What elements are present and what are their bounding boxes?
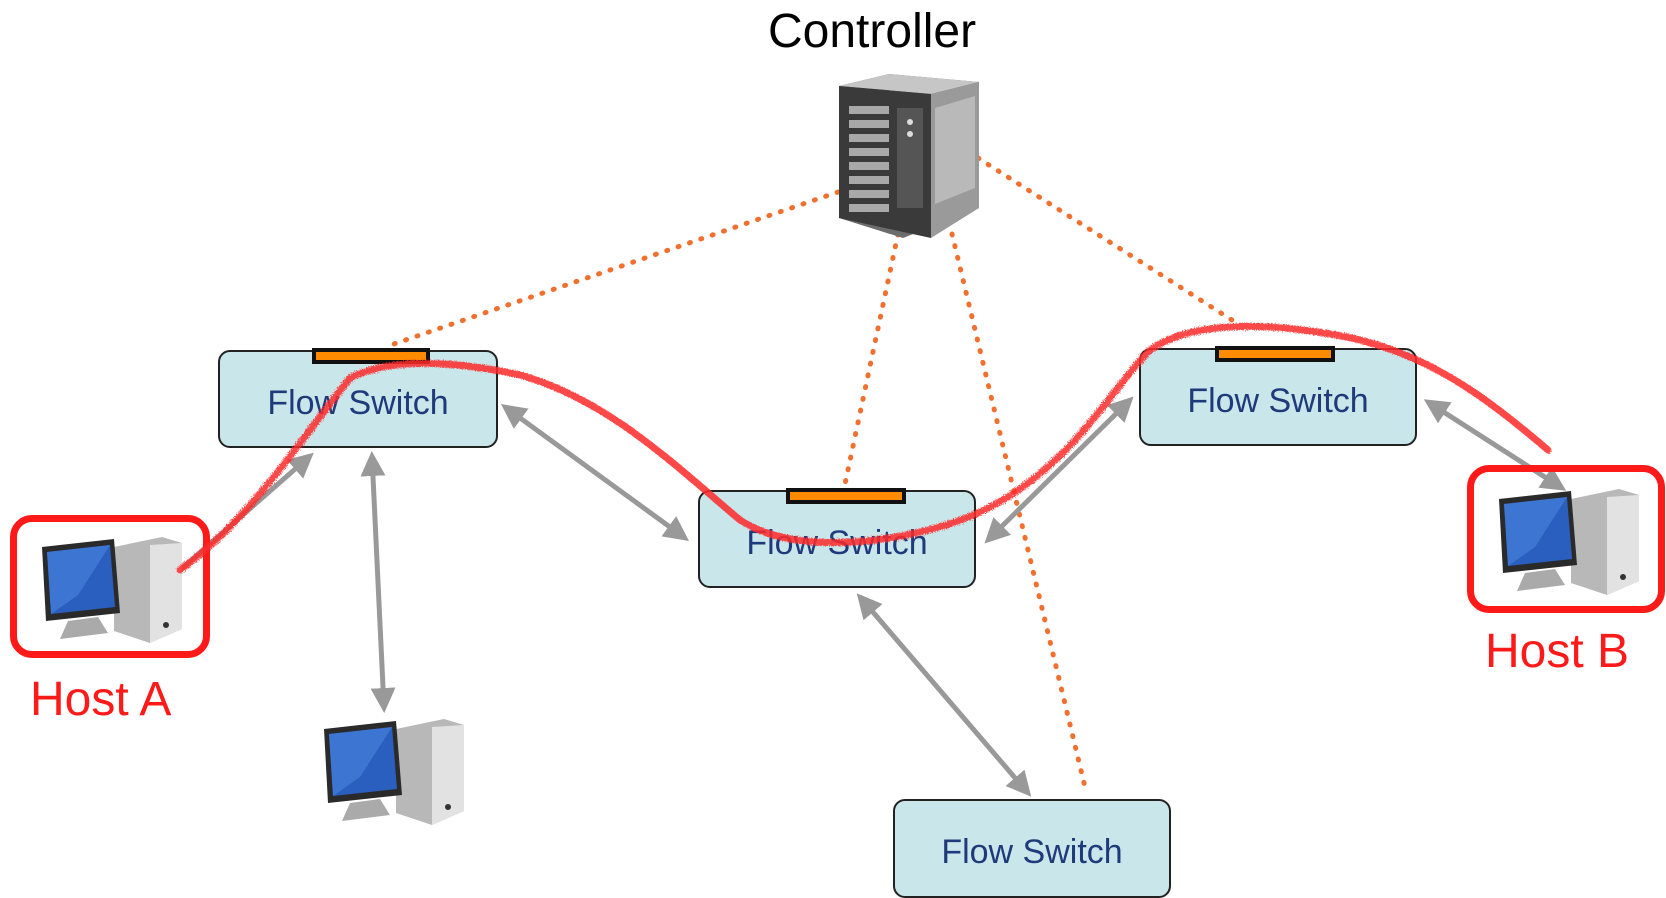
- flow-switch-1[interactable]: Flow Switch: [218, 348, 498, 448]
- control-link-s3: [975, 155, 1238, 325]
- flow-switch-2[interactable]: Flow Switch: [698, 488, 976, 588]
- host-b-computer-icon[interactable]: [1495, 487, 1643, 597]
- control-link-s1: [382, 189, 841, 350]
- switch-label: Flow Switch: [267, 384, 449, 422]
- control-link-s2: [842, 231, 901, 487]
- computer-icon[interactable]: [320, 717, 468, 827]
- switch-label: Flow Switch: [941, 833, 1123, 871]
- flow-table: [312, 348, 430, 364]
- switch-label: Flow Switch: [1187, 382, 1369, 420]
- flow-table: [786, 488, 906, 504]
- flow-switch-4[interactable]: Flow Switch: [893, 799, 1171, 898]
- host-a-computer-icon[interactable]: [38, 535, 186, 645]
- controller-label: Controller: [768, 5, 977, 58]
- data-link-s1-s2: [500, 404, 690, 541]
- host-a-label: Host A: [30, 673, 172, 726]
- host-b-label: Host B: [1485, 625, 1630, 678]
- server-icon: [839, 74, 979, 238]
- data-link-s1-pc: [360, 451, 396, 713]
- flow-table: [1215, 346, 1335, 362]
- flow-switch-3[interactable]: Flow Switch: [1139, 346, 1417, 446]
- host-a-highlight: [10, 515, 210, 658]
- switch-label: Flow Switch: [746, 524, 928, 562]
- data-link-s2-s4: [856, 593, 1032, 797]
